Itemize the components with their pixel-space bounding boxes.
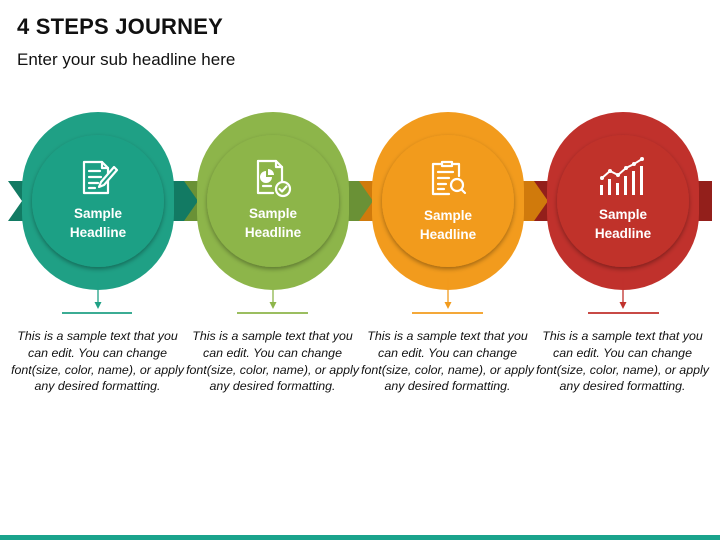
bar-chart-growth-icon bbox=[600, 157, 644, 195]
step-4-circle bbox=[557, 135, 689, 267]
step-1-circle bbox=[32, 135, 164, 267]
step-1-headline-line1: Sample bbox=[74, 206, 123, 221]
step-2: Sample Headline bbox=[184, 112, 378, 314]
step-3-headline-line2: Headline bbox=[420, 227, 477, 242]
step-3-headline-line1: Sample bbox=[424, 208, 473, 223]
clipboard-search-icon bbox=[431, 160, 467, 196]
page-subtitle: Enter your sub headline here bbox=[17, 50, 236, 69]
document-edit-icon bbox=[82, 160, 119, 195]
step-3-circle bbox=[382, 135, 514, 267]
step-1: Sample Headline bbox=[8, 112, 202, 314]
step-2-connector-arrowhead bbox=[269, 302, 277, 309]
footer-bar bbox=[0, 535, 720, 540]
step-1-headline-line2: Headline bbox=[70, 225, 127, 240]
step-2-headline-line1: Sample bbox=[249, 206, 298, 221]
step-2-description: This is a sample text that you can edit.… bbox=[186, 329, 359, 394]
step-1-description: This is a sample text that you can edit.… bbox=[11, 329, 184, 394]
step-4: Sample Headline bbox=[534, 112, 712, 314]
page-title: 4 STEPS JOURNEY bbox=[17, 14, 223, 39]
step-1-connector-arrowhead bbox=[94, 302, 102, 309]
step-2-circle bbox=[207, 135, 339, 267]
step-3-description: This is a sample text that you can edit.… bbox=[361, 329, 534, 394]
step-4-headline-line2: Headline bbox=[595, 226, 652, 241]
step-3: Sample Headline bbox=[359, 112, 553, 314]
step-4-headline-line1: Sample bbox=[599, 207, 648, 222]
step-3-connector-arrowhead bbox=[444, 302, 452, 309]
step-4-description: This is a sample text that you can edit.… bbox=[536, 329, 709, 394]
report-check-icon bbox=[256, 159, 292, 198]
step-2-headline-line2: Headline bbox=[245, 225, 302, 240]
step-4-connector-arrowhead bbox=[619, 302, 627, 309]
